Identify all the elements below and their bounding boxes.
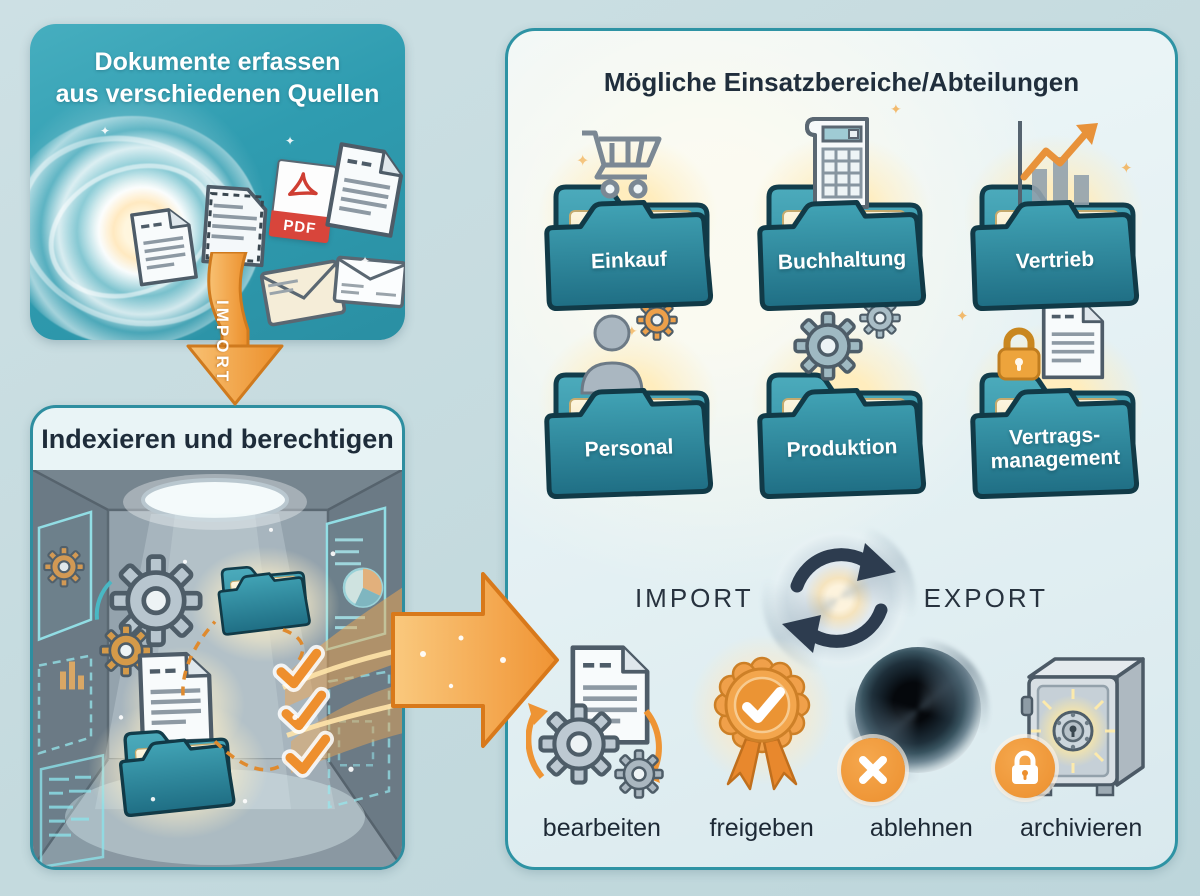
sparkle-icon: ✦ (360, 254, 371, 268)
growth-chart-icon (1018, 121, 1098, 205)
folder-front (534, 355, 724, 500)
document-gears-icon (525, 641, 664, 799)
action-bearbeiten: bearbeiten (525, 641, 678, 843)
folder-personal: Personal (526, 299, 731, 509)
shopping-cart-icon (582, 130, 662, 199)
action-label: archivieren (1019, 814, 1143, 842)
holo-code-panel (39, 753, 105, 867)
panel-title: Mögliche Einsatzbereiche/Abteilungen (603, 67, 1080, 97)
holo-bar-chart (60, 661, 84, 690)
action-archivieren: archivieren (995, 641, 1157, 843)
folder-icon (116, 725, 237, 818)
sparkle-icon: ✦ (956, 308, 969, 325)
capture-box-title: Dokumente erfassen aus verschiedenen Que… (55, 48, 380, 108)
sparkle-icon: ✦ (100, 124, 111, 138)
folder-icon (215, 561, 312, 637)
use-cases-panel: Mögliche Einsatzbereiche/Abteilungen ✦ ✦… (505, 28, 1178, 870)
x-icon (859, 756, 888, 784)
folder-front (534, 167, 724, 312)
folder-einkauf: Einkauf (526, 130, 731, 321)
sparkle-dots (118, 527, 354, 804)
sparkle-icon: ✦ (890, 101, 902, 117)
processing-room-scene (33, 470, 402, 867)
folder-front (960, 167, 1150, 312)
reject-x-badge (841, 738, 906, 802)
action-freigeben: freigeben (686, 635, 838, 843)
action-ablehnen: ablehnen (841, 641, 997, 843)
folder-front (747, 355, 937, 500)
folder-front (747, 167, 937, 312)
folder-label: Vertrags- management (990, 423, 1121, 474)
calculator-receipt-icon (804, 117, 869, 209)
capture-sources-box: Dokumente erfassen aus verschiedenen Que… (30, 24, 405, 340)
person-gear-icon (580, 314, 644, 395)
folder-vertragsmanagement: Vertrags- management (952, 319, 1157, 509)
folder-buchhaltung: Buchhaltung (739, 117, 944, 321)
holo-panel-dashed (327, 670, 391, 809)
lock-icon (997, 327, 1041, 381)
document-icon (140, 653, 212, 743)
envelope-icon (332, 255, 405, 309)
sparkle-icon: ✦ (285, 134, 296, 148)
sync-export-label: EXPORT (923, 582, 1049, 613)
award-check-icon (713, 656, 810, 791)
safe-lock-icon (1020, 657, 1145, 797)
import-arrow-label: IMPORT (213, 300, 232, 385)
cycle-arc (94, 580, 113, 620)
import-arrow (186, 252, 284, 406)
action-label: ablehnen (869, 814, 973, 842)
holo-panel-dashed (37, 654, 93, 755)
pdf-glyph-icon (288, 172, 318, 197)
sync-import-label: IMPORT (634, 582, 754, 613)
index-authorize-box: Indexieren und berechtigen (30, 405, 405, 870)
scanned-document-icon (201, 184, 268, 268)
document-icon (322, 136, 405, 243)
action-label: bearbeiten (542, 814, 661, 842)
flow-arrow-right (391, 572, 559, 748)
archive-lock-badge (995, 738, 1056, 798)
action-label: freigeben (709, 814, 814, 842)
index-box-title: Indexieren und berechtigen (41, 424, 394, 454)
document-actions-row: bearbeiten fr (522, 633, 1161, 843)
lock-icon (1012, 750, 1039, 784)
folder-vertrieb: Vertrieb (952, 121, 1157, 321)
folder-produktion: Produktion (739, 297, 944, 509)
pdf-file-icon: PDF (268, 158, 338, 244)
